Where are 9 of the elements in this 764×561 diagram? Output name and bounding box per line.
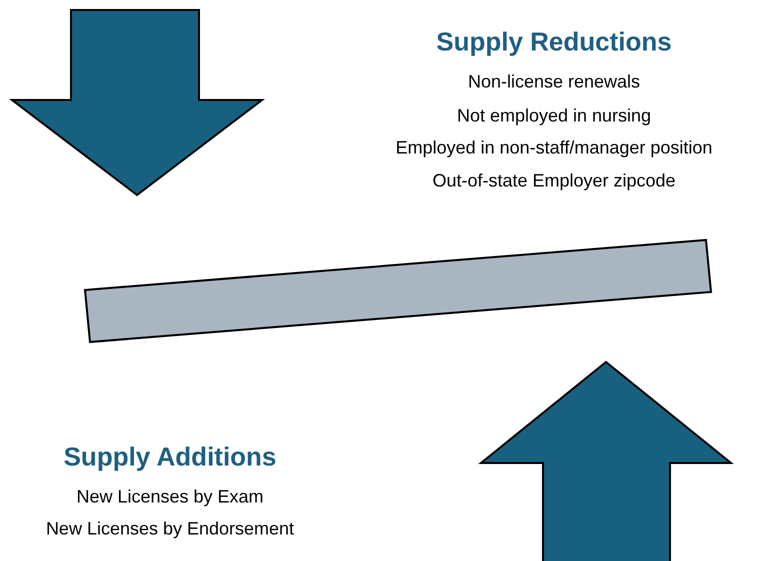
list-item: Non-license renewals [468,72,640,92]
list-item: Out-of-state Employer zipcode [432,170,676,192]
list-item: New Licenses by Endorsement [46,518,294,540]
list-item: New Licenses by Exam [76,486,264,508]
tilted-bar [84,238,712,344]
section-heading: Supply Additions [64,442,276,472]
section-heading: Supply Reductions [436,26,672,58]
list-item: Employed in non-staff/manager position [396,138,712,158]
list-item: Not employed in nursing [456,106,652,126]
